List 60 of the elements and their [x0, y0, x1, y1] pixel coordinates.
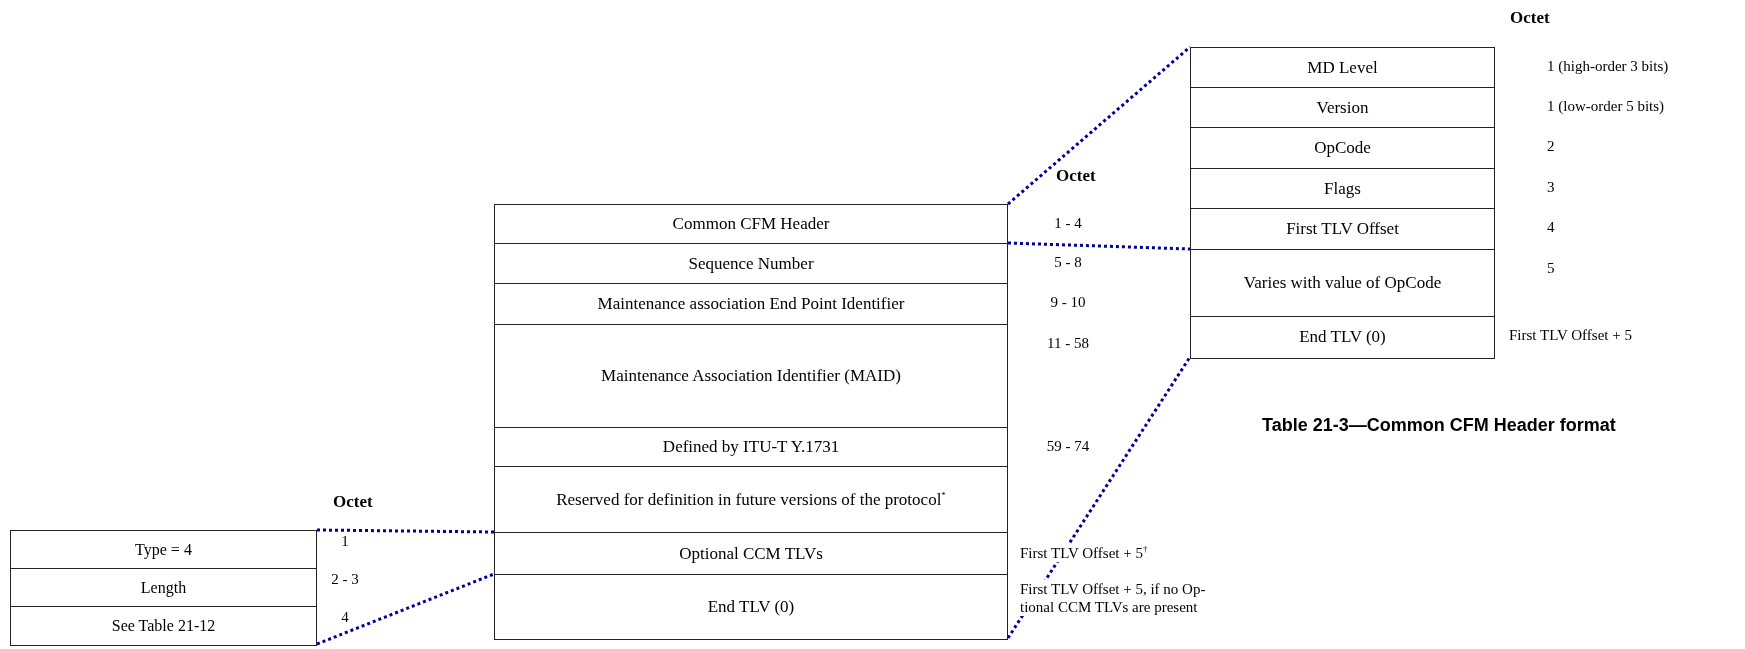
table-row: [10, 530, 317, 570]
column-heading: Octet: [333, 492, 373, 512]
table-row: [494, 466, 1008, 534]
dotted-connector: [1006, 356, 1192, 639]
octet-value: 4: [1547, 218, 1556, 236]
field-name: Sequence Number: [687, 253, 815, 274]
field-name: See Table 21-12: [110, 615, 217, 636]
table-row: [1190, 249, 1495, 318]
table-row: [494, 243, 1008, 285]
column-heading: Octet: [1056, 166, 1096, 186]
dotted-connector: [1007, 241, 1191, 251]
field-name: End TLV (0): [1298, 327, 1387, 348]
table-row: [494, 204, 1008, 245]
table-row: [494, 324, 1008, 429]
field-name: OpCode: [1313, 138, 1372, 159]
field-name: MD Level: [1306, 57, 1379, 78]
table-row: [1190, 87, 1495, 129]
table-row: [10, 568, 317, 608]
field-name: Defined by ITU-T Y.1731: [661, 437, 841, 458]
table-row: [494, 574, 1008, 640]
field-name: Reserved for definition in future versions of the protocol$^{*}$: [555, 489, 947, 510]
column-heading: Octet: [1510, 8, 1550, 28]
octet-value: 5 - 8: [1053, 253, 1083, 271]
table-row: [494, 283, 1008, 326]
table-row: [1190, 168, 1495, 210]
octet-value: 4: [340, 608, 350, 626]
octet-value: 5: [1547, 259, 1556, 277]
octet-value: 2: [1547, 137, 1556, 155]
octet-value: 1 - 4: [1053, 214, 1083, 232]
octet-value: 11 - 58: [1046, 334, 1090, 352]
field-name: End TLV (0): [706, 596, 796, 617]
table-row: [494, 532, 1008, 576]
octet-value: 3: [1547, 178, 1556, 196]
table-row: [1190, 316, 1495, 359]
table-row: [1190, 47, 1495, 89]
field-name: Maintenance Association Identifier (MAID): [600, 366, 902, 387]
table-row: [494, 427, 1008, 468]
field-name: Maintenance association End Point Identifier: [596, 294, 906, 315]
octet-value: 59 - 74: [1045, 437, 1091, 455]
table-row: [1190, 208, 1495, 251]
octet-value: 2 - 3: [330, 570, 360, 588]
field-name: Common CFM Header: [671, 214, 831, 235]
dotted-connector: [316, 572, 495, 646]
field-name: Varies with value of OpCode: [1242, 273, 1443, 294]
table-row: [10, 606, 317, 646]
field-name: Version: [1315, 97, 1370, 118]
field-name: Length: [139, 577, 188, 598]
octet-value: 1 (low-order 5 bits): [1547, 97, 1666, 115]
field-name: First TLV Offset: [1285, 219, 1400, 240]
octet-value: 9 - 10: [1049, 293, 1087, 311]
octet-value: First TLV Offset + 5: [1509, 326, 1633, 344]
dotted-connector: [1007, 45, 1191, 206]
octet-value: 1: [340, 532, 350, 550]
field-name: Flags: [1323, 178, 1362, 199]
field-name: Optional CCM TLVs: [678, 543, 824, 564]
dotted-connector: [317, 528, 494, 534]
table-caption: Table 21-3—Common CFM Header format: [1262, 415, 1616, 436]
table-row: [1190, 127, 1495, 170]
octet-value: 1 (high-order 3 bits): [1547, 57, 1670, 75]
field-name: Type = 4: [134, 539, 193, 560]
